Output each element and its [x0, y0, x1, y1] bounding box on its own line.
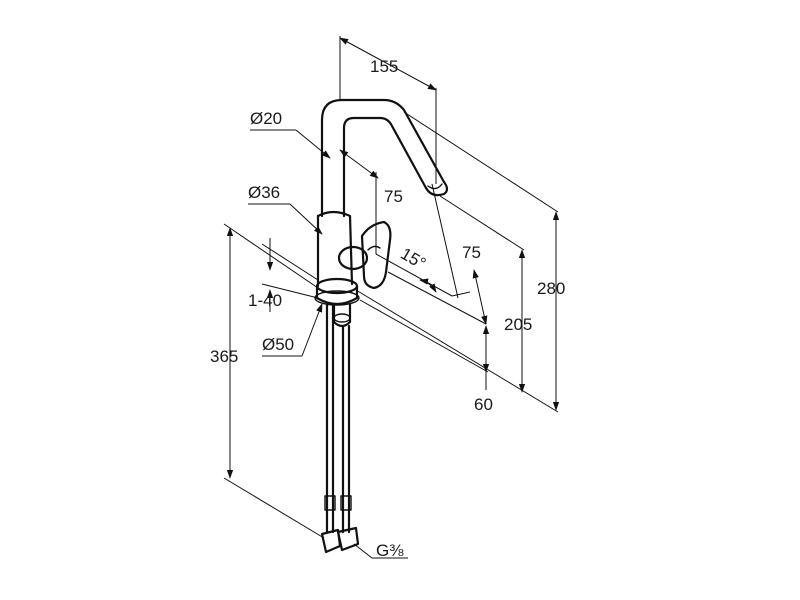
leader-d50-diag: [301, 303, 323, 357]
ext-1-40-bottom: [261, 283, 319, 299]
label-outlet-height: 205: [504, 315, 532, 334]
leader-d20-diag: [295, 129, 331, 159]
dimension-labels: 155 Ø20 75 Ø36 75 15° 1-40 280 205 60 Ø5…: [210, 57, 565, 560]
hose-left: [325, 302, 335, 534]
ext-1-40-top: [261, 243, 319, 281]
label-base-diameter: Ø50: [262, 335, 294, 354]
lever-handle: [360, 220, 392, 290]
label-spout-offset: 75: [384, 187, 403, 206]
label-handle-offset: 75: [462, 243, 481, 262]
label-total-height: 280: [537, 279, 565, 298]
label-body-diameter: Ø36: [248, 183, 280, 202]
spout-inner-line: [342, 116, 428, 218]
handle-hub: [337, 245, 369, 271]
label-deck-thickness: 1-40: [248, 291, 282, 310]
leader-g38: [353, 543, 373, 559]
angle-arc: [419, 278, 437, 293]
angle-ray-2: [431, 183, 459, 299]
aerator: [424, 180, 449, 197]
hose-right: [341, 324, 351, 534]
label-hose-length: 365: [210, 347, 238, 366]
ext-365-top: [223, 223, 319, 289]
spout-outer-line: [320, 98, 446, 218]
leader-d36-diag: [289, 203, 323, 235]
angle-tail: [451, 291, 471, 297]
ext-60-bottom: [359, 299, 489, 373]
dim-75-a: [339, 149, 379, 179]
hose-ferrule-left: [324, 495, 336, 511]
ext-205-top: [439, 195, 525, 251]
body-cylinder: [316, 210, 354, 286]
aerator-ring: [427, 183, 443, 190]
stud-nut: [333, 313, 351, 323]
dim-155: [339, 37, 437, 91]
ext-280-top: [403, 111, 559, 213]
connection-nut-right: [336, 526, 360, 552]
angle-ray-1: [375, 253, 453, 297]
label-base-height: 60: [474, 395, 493, 414]
hose-ferrule-right: [340, 495, 352, 511]
base-flange-side: [315, 284, 359, 306]
dimension-lines: [223, 36, 560, 559]
ext-75-b: [387, 271, 487, 325]
dim-75-b: [472, 269, 488, 325]
ext-365-bottom: [223, 477, 325, 539]
label-spout-reach: 155: [370, 57, 398, 76]
base-ring: [314, 290, 360, 306]
label-connection-thread: G⅜: [376, 541, 404, 560]
lever-handle-inner: [367, 245, 381, 251]
faucet-drawing: [314, 98, 449, 554]
label-spout-diameter: Ø20: [250, 109, 282, 128]
